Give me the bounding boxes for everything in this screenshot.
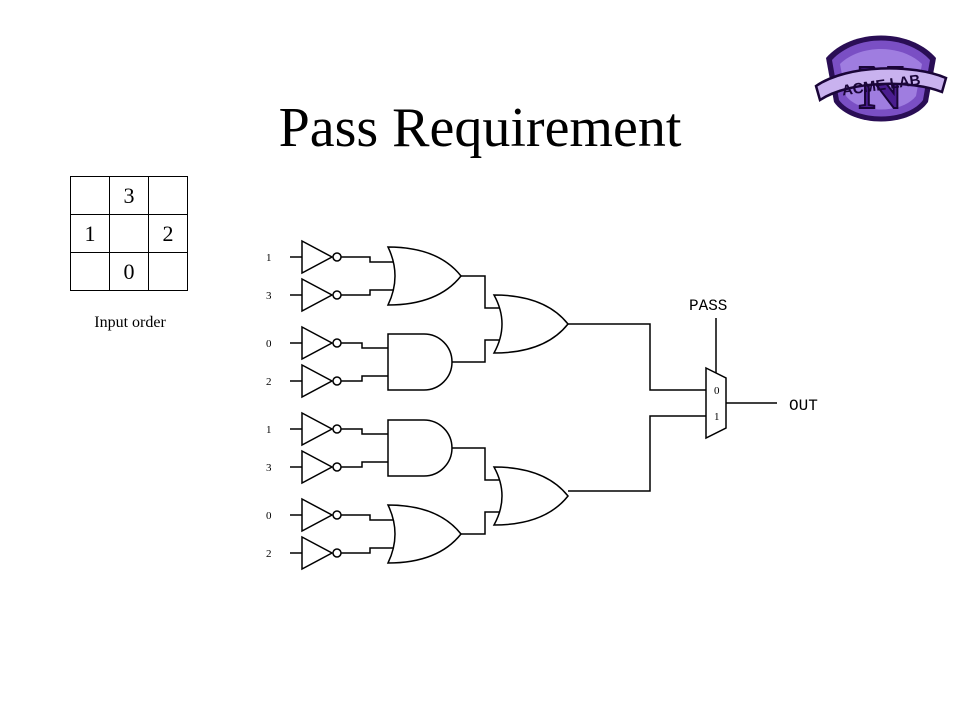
level2-wires [452, 275, 500, 535]
grid-cell: 3 [109, 176, 149, 215]
slide-title: Pass Requirement [278, 97, 682, 159]
inverter-gate [301, 325, 342, 361]
mux-select-label: 0 [714, 385, 720, 397]
input-label: 0 [266, 510, 272, 522]
input-label: 1 [266, 424, 272, 436]
or-gate [386, 246, 462, 306]
pass-label: PASS [689, 297, 727, 315]
mux-select-label: 1 [714, 411, 720, 423]
out-label: OUT [789, 397, 818, 415]
or-gate [492, 466, 569, 526]
input-label: 3 [266, 290, 272, 302]
input-label: 0 [266, 338, 272, 350]
grid-cell [148, 252, 188, 291]
inverter-gate [301, 535, 342, 571]
inverter-gate [301, 239, 342, 275]
input-order-grid: 3 1 2 0 [70, 176, 188, 291]
multiplexer [705, 366, 727, 440]
input-label: 1 [266, 252, 272, 264]
inverter-gate [301, 277, 342, 313]
input-order-label: Input order [94, 314, 166, 331]
input-label: 3 [266, 462, 272, 474]
or-gate [386, 504, 462, 564]
input-wires [290, 256, 302, 554]
grid-cell: 2 [148, 214, 188, 253]
or-gate [492, 294, 569, 354]
grid-cell [148, 176, 188, 215]
input-label: 2 [266, 548, 272, 560]
level1-wires [341, 256, 393, 554]
grid-cell [70, 176, 110, 215]
input-label: 2 [266, 376, 272, 388]
grid-cell [70, 252, 110, 291]
inverter-gate [301, 449, 342, 485]
grid-cell [109, 214, 149, 253]
inverter-gate [301, 363, 342, 399]
input-labels: 1 3 0 2 1 3 0 2 [266, 252, 272, 560]
acme-lab-logo: N ACME LAB [814, 35, 948, 123]
inverter-gate [301, 411, 342, 447]
inverter-gate [301, 497, 342, 533]
and-gate [387, 333, 453, 391]
mux-input-wires [568, 323, 706, 492]
and-gate [387, 419, 453, 477]
svg-text:N: N [859, 54, 904, 122]
